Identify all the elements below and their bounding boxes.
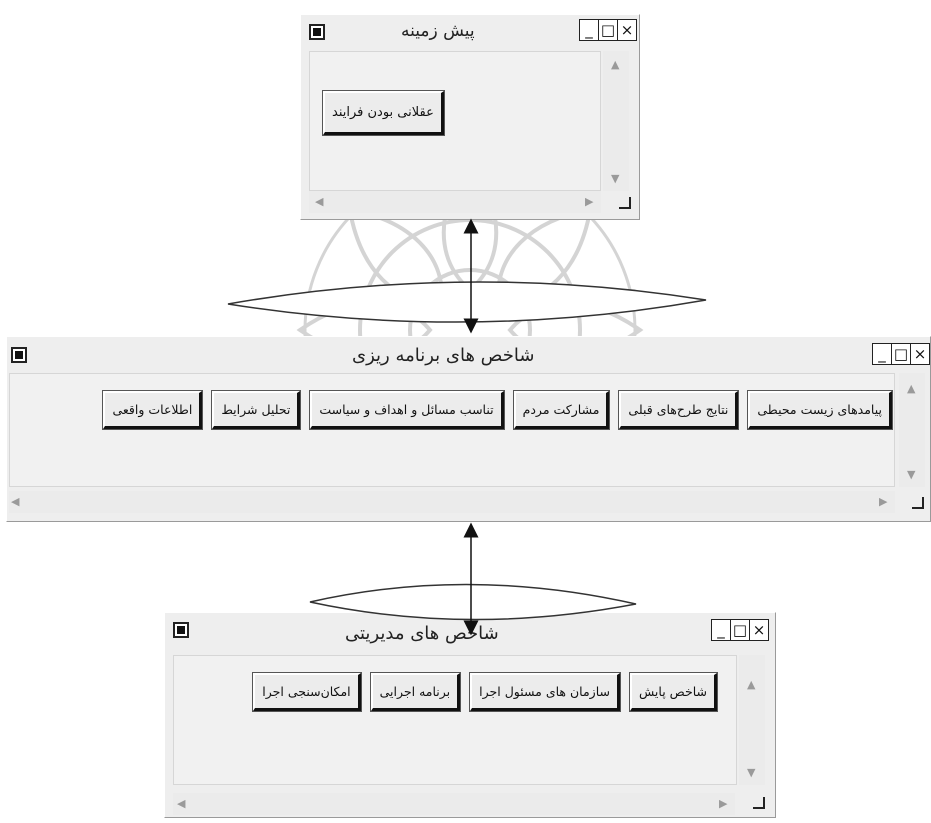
context-indicator-button[interactable]: عقلانی بودن فرایند — [323, 91, 444, 135]
indicator-button-responsible-agencies[interactable]: سازمان های مسئول اجرا — [470, 673, 620, 711]
scroll-left-icon[interactable]: ◀ — [315, 195, 324, 208]
management-button-row: شاخص پایش سازمان های مسئول اجرا برنامه ا… — [253, 673, 717, 711]
planning-button-row: پیامدهای زیست محیطی نتایج طرح‌های قبلی م… — [103, 391, 892, 429]
indicator-button-previous-plans[interactable]: نتایج طرح‌های قبلی — [619, 391, 739, 429]
system-menu-icon[interactable] — [11, 347, 27, 363]
maximize-button[interactable]: □ — [598, 20, 617, 40]
scroll-left-icon[interactable]: ◀ — [11, 495, 20, 508]
maximize-button[interactable]: □ — [730, 620, 749, 640]
indicator-button-public-participation[interactable]: مشارکت مردم — [513, 391, 610, 429]
management-window: شاخص های مدیریتی _ □ × ▲ ▼ ◀ ▶ شاخص پایش… — [164, 612, 776, 818]
horizontal-scrollbar[interactable]: ◀ ▶ — [173, 793, 735, 815]
resize-grip-icon[interactable] — [912, 497, 924, 509]
window-controls: _ □ × — [579, 19, 637, 41]
minimize-button[interactable]: _ — [717, 621, 725, 639]
minimize-button[interactable]: _ — [585, 21, 593, 39]
close-button[interactable]: × — [617, 20, 636, 40]
close-button[interactable]: × — [749, 620, 768, 640]
window-controls: _ □ × — [872, 343, 930, 365]
scroll-right-icon[interactable]: ▶ — [585, 195, 594, 208]
context-button-row: عقلانی بودن فرایند — [323, 91, 444, 135]
lens-shape-upper — [227, 281, 707, 323]
context-window: پیش زمینه _ □ × ▲ ▼ ◀ ▶ عقلانی بودن فرای… — [300, 14, 640, 220]
horizontal-scrollbar[interactable]: ◀ ▶ — [309, 191, 601, 213]
scroll-up-icon[interactable]: ▲ — [747, 678, 756, 691]
scroll-right-icon[interactable]: ▶ — [879, 495, 888, 508]
planning-window: شاخص های برنامه ریزی _ □ × ▲ ▼ ◀ ▶ پیامد… — [6, 336, 931, 522]
planning-titlebar: شاخص های برنامه ریزی _ □ × — [7, 337, 930, 371]
context-titlebar: پیش زمینه _ □ × — [301, 15, 639, 49]
horizontal-scrollbar[interactable]: ◀ ▶ — [9, 491, 895, 513]
window-controls: _ □ × — [711, 619, 769, 641]
vertical-scrollbar[interactable]: ▲ ▼ — [739, 655, 765, 785]
indicator-button-monitoring[interactable]: شاخص پایش — [630, 673, 717, 711]
vertical-scrollbar[interactable]: ▲ ▼ — [603, 51, 629, 191]
resize-grip-icon[interactable] — [619, 197, 631, 209]
minimize-button[interactable]: _ — [878, 345, 886, 363]
scroll-down-icon[interactable]: ▼ — [907, 468, 916, 481]
resize-grip-icon[interactable] — [753, 797, 765, 809]
maximize-button[interactable]: □ — [891, 344, 910, 364]
planning-window-title: شاخص های برنامه ریزی — [352, 345, 535, 366]
scroll-up-icon[interactable]: ▲ — [907, 382, 916, 395]
scroll-up-icon[interactable]: ▲ — [611, 58, 620, 71]
management-window-title: شاخص های مدیریتی — [345, 623, 499, 644]
scroll-down-icon[interactable]: ▼ — [611, 172, 620, 185]
scroll-left-icon[interactable]: ◀ — [177, 797, 186, 810]
context-window-title: پیش زمینه — [401, 21, 475, 41]
scroll-down-icon[interactable]: ▼ — [747, 766, 756, 779]
indicator-button-situation-analysis[interactable]: تحلیل شرایط — [212, 391, 301, 429]
management-titlebar: شاخص های مدیریتی _ □ × — [165, 613, 775, 647]
system-menu-icon[interactable] — [309, 24, 325, 40]
indicator-button-issues-goals-policy[interactable]: تناسب مسائل و اهداف و سیاست — [310, 391, 504, 429]
indicator-button-feasibility[interactable]: امکان‌سنجی اجرا — [253, 673, 361, 711]
close-button[interactable]: × — [910, 344, 929, 364]
indicator-button-environmental-impacts[interactable]: پیامدهای زیست محیطی — [748, 391, 892, 429]
indicator-button-factual-information[interactable]: اطلاعات واقعی — [103, 391, 203, 429]
vertical-scrollbar[interactable]: ▲ ▼ — [899, 373, 925, 487]
scroll-right-icon[interactable]: ▶ — [719, 797, 728, 810]
system-menu-icon[interactable] — [173, 622, 189, 638]
indicator-button-action-plan[interactable]: برنامه اجرایی — [370, 673, 461, 711]
